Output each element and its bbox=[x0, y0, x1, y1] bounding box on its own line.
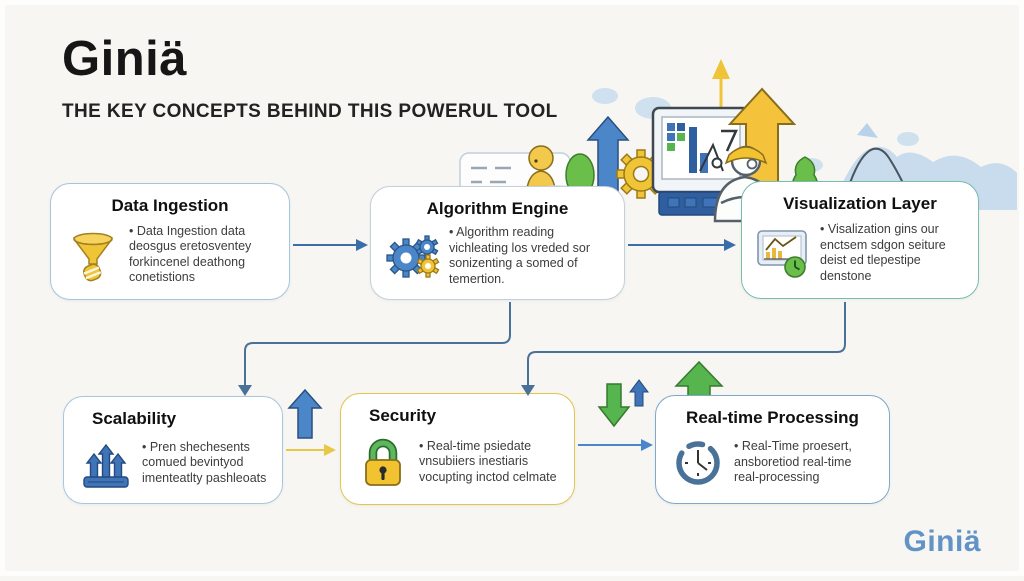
padlock-icon bbox=[355, 434, 411, 490]
card-visualization-layer: Visualization Layer • Visalization gins … bbox=[741, 181, 979, 299]
funnel-icon bbox=[65, 224, 121, 286]
card-title: Visualization Layer bbox=[783, 194, 937, 213]
card-real-time-processing: Real-time Processing • Real-Time proeser… bbox=[655, 395, 890, 504]
card-title: Algorithm Engine bbox=[426, 199, 569, 218]
clock-icon bbox=[670, 435, 726, 491]
page-header: Giniä THE KEY CONCEPTS BEHIND THIS POWER… bbox=[62, 31, 558, 123]
card-body: • Real-time psiedate vnsubiiers inestiar… bbox=[419, 438, 557, 484]
page-subtitle: THE KEY CONCEPTS BEHIND THIS POWERUL TOO… bbox=[62, 101, 558, 122]
chart-monitor-clock-icon bbox=[756, 225, 812, 281]
card-algorithm-engine: Algorithm Engine bbox=[370, 186, 625, 300]
gears-icon bbox=[385, 228, 441, 284]
card-title: Data Ingestion bbox=[111, 196, 229, 215]
card-body: • Pren shechesents comued bevintyod imen… bbox=[142, 439, 267, 485]
card-body: • Real-Time proesert, ansboretiod real-t… bbox=[734, 439, 852, 485]
card-title: Security bbox=[369, 406, 437, 425]
card-body: • Data Ingestion data deosgus eretosvent… bbox=[129, 223, 252, 285]
card-data-ingestion: Data Ingestion • Data Ingestion data deo… bbox=[50, 183, 290, 300]
card-body: • Visalization gins our enctsem sdgon se… bbox=[820, 222, 946, 283]
card-scalability: Scalability • Pren shechesents comued be… bbox=[63, 396, 283, 504]
card-title: Real-time Processing bbox=[686, 408, 859, 427]
triple-up-arrows-icon bbox=[78, 436, 134, 490]
page-title: Giniä bbox=[62, 32, 188, 86]
brand-logo: Giniä bbox=[903, 525, 981, 558]
card-title: Scalability bbox=[92, 409, 177, 428]
card-body: • Algorithm reading vichleating los vred… bbox=[449, 225, 591, 286]
card-security: Security • Real-time psiedate vnsubiiers… bbox=[340, 393, 575, 505]
